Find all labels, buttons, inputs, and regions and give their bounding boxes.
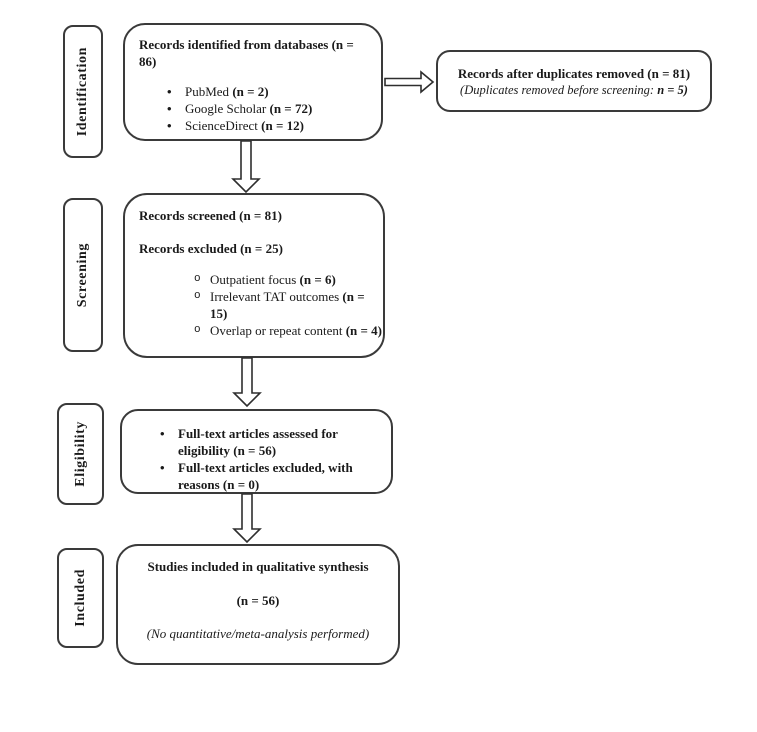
list-item: PubMed (n = 2) bbox=[165, 83, 367, 100]
included-title: Studies included in qualitative synthesi… bbox=[147, 559, 369, 574]
records-identified-title: Records identified from databases (n = 8… bbox=[139, 37, 354, 69]
box-full-text-assessed: Full-text articles assessed for eligibil… bbox=[120, 409, 393, 494]
box-duplicates-removed: Records after duplicates removed (n = 81… bbox=[436, 50, 712, 112]
database-list: PubMed (n = 2) Google Scholar (n = 72) S… bbox=[165, 83, 367, 134]
included-count: (n = 56) bbox=[236, 593, 280, 608]
list-item: Irrelevant TAT outcomes (n = 15) bbox=[192, 288, 382, 322]
box-records-identified: Records identified from databases (n = 8… bbox=[123, 23, 383, 141]
list-item: Overlap or repeat content (n = 4) bbox=[192, 322, 382, 339]
arrow-right-icon bbox=[384, 70, 435, 94]
stage-label-text: Included bbox=[72, 569, 88, 627]
arrow-down-icon bbox=[231, 140, 261, 194]
duplicates-removed-note: (Duplicates removed before screening: n … bbox=[460, 82, 688, 97]
eligibility-list: Full-text articles assessed for eligibil… bbox=[158, 425, 381, 493]
stage-label-identification: Identification bbox=[63, 25, 103, 158]
stage-label-text: Eligibility bbox=[72, 421, 88, 487]
list-item: Full-text articles assessed for eligibil… bbox=[158, 425, 380, 459]
list-item: Google Scholar (n = 72) bbox=[165, 100, 367, 117]
stage-label-screening: Screening bbox=[63, 198, 103, 352]
list-item: ScienceDirect (n = 12) bbox=[165, 117, 367, 134]
box-studies-included: Studies included in qualitative synthesi… bbox=[116, 544, 400, 665]
records-screened-title: Records screened (n = 81) bbox=[139, 208, 282, 223]
exclusion-reason-list: Outpatient focus (n = 6) Irrelevant TAT … bbox=[192, 271, 382, 339]
stage-label-included: Included bbox=[57, 548, 104, 648]
duplicates-removed-title: Records after duplicates removed (n = 81… bbox=[457, 65, 691, 81]
list-item: Outpatient focus (n = 6) bbox=[192, 271, 382, 288]
list-item: Full-text articles excluded, with reason… bbox=[158, 459, 380, 493]
included-note: (No quantitative/meta-analysis performed… bbox=[146, 626, 370, 641]
stage-label-eligibility: Eligibility bbox=[57, 403, 104, 505]
stage-label-text: Identification bbox=[75, 46, 90, 137]
arrow-down-icon bbox=[232, 493, 262, 544]
box-records-screened: Records screened (n = 81) Records exclud… bbox=[123, 193, 385, 358]
stage-label-text: Screening bbox=[75, 242, 90, 308]
records-excluded-title: Records excluded (n = 25) bbox=[139, 241, 283, 256]
arrow-down-icon bbox=[232, 357, 262, 408]
